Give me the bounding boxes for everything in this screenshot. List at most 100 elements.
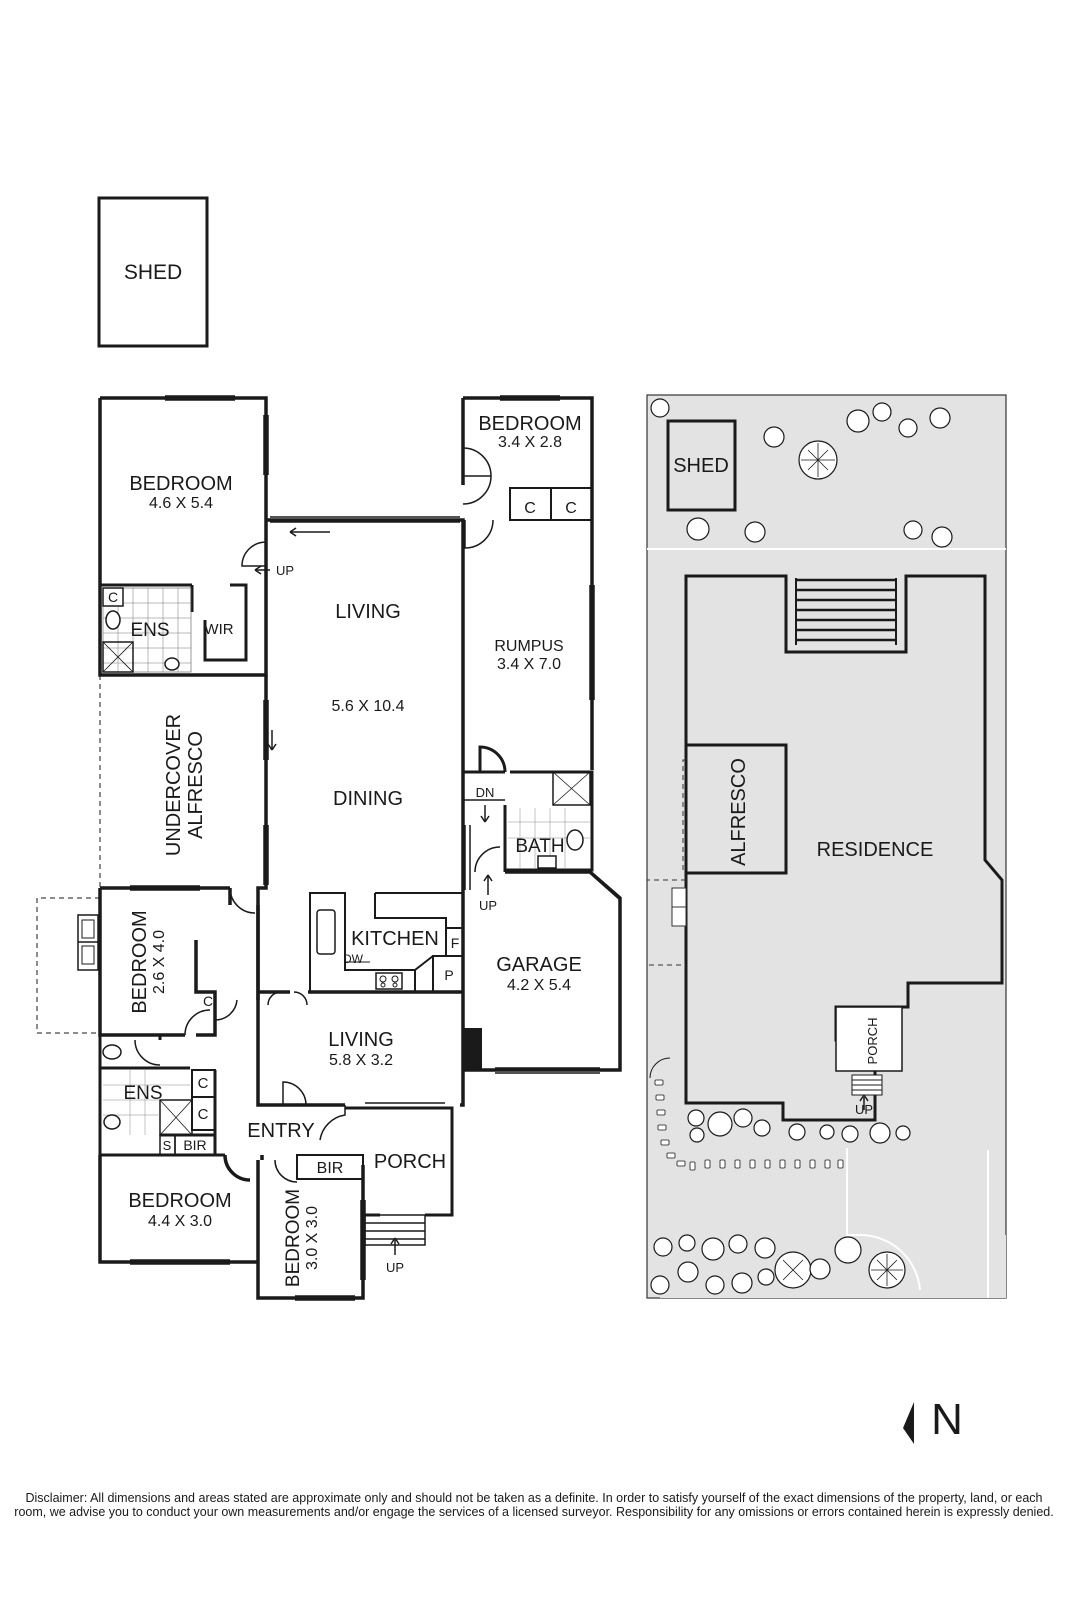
bedroom-ne-closets — [509, 487, 593, 521]
bedroom-ne-door — [462, 447, 492, 505]
site-alfresco-label: ALFRESCO — [728, 758, 750, 866]
compass-north: N — [903, 1395, 963, 1444]
direction-arrows — [254, 527, 330, 751]
ensuite-tiles — [102, 587, 192, 673]
bedroom-w-size: 2.6 X 4.0 — [151, 930, 168, 994]
bedroom-s-name: BEDROOM — [283, 1189, 304, 1287]
shed-label: SHED — [124, 261, 182, 284]
up-label-porch: UP — [386, 1260, 404, 1275]
compass-n-label: N — [931, 1395, 963, 1444]
tree-centers — [782, 443, 903, 1286]
garage-size: 4.2 X 5.4 — [507, 977, 571, 994]
floor-plan — [36, 196, 622, 1301]
site-residence-label: RESIDENCE — [817, 839, 934, 861]
driveway — [660, 1148, 1006, 1298]
spa-label: S — [163, 1138, 172, 1153]
living-front-door — [267, 991, 308, 1006]
garage-door — [495, 875, 621, 1074]
bedroom-s-size: 3.0 X 3.0 — [304, 1206, 321, 1270]
sink — [316, 909, 336, 955]
cooktop — [375, 972, 403, 990]
sw-window — [130, 1200, 366, 1301]
dn-arrows — [464, 805, 493, 895]
closet-sw-2: C — [198, 1106, 209, 1123]
pantry-angle — [414, 955, 434, 971]
alfresco-floor-label: ALFRESCO — [185, 731, 207, 839]
door-swing-nw — [241, 541, 267, 567]
rumpus-door — [464, 519, 494, 549]
pantry-label: P — [444, 967, 453, 983]
site-deck-dashed — [646, 759, 686, 966]
garage-walls — [463, 870, 622, 1072]
ens-closet-box — [102, 587, 124, 607]
garage-pillar — [464, 1028, 482, 1070]
bedroom-s-door — [274, 1159, 298, 1183]
pergola-slats — [796, 578, 896, 642]
bir-sw-box — [174, 1134, 216, 1156]
bedroom-w-walls — [98, 886, 260, 1037]
kitchen-island — [374, 892, 463, 928]
ensuite-walls — [100, 583, 248, 677]
site-plan — [646, 394, 1007, 1299]
side-deck-dashed — [36, 897, 100, 1034]
site-plan-labels: SHED ALFRESCO RESIDENCE PORCH UP — [673, 455, 933, 1117]
dining-label: DINING — [333, 788, 403, 810]
entry-label: ENTRY — [247, 1120, 314, 1142]
toilet-ens-sw — [102, 1044, 122, 1060]
up-label-nw: UP — [276, 563, 294, 578]
bath-walls — [463, 745, 594, 872]
entry-door-swing — [282, 1081, 307, 1106]
bath-door — [474, 843, 506, 873]
kitchen-label: KITCHEN — [351, 928, 439, 950]
bedroom-sw-walls — [98, 1154, 365, 1300]
closet-w-label: C — [203, 993, 213, 1009]
disclaimer-text: Disclaimer: All dimensions and areas sta… — [14, 1491, 1054, 1519]
bir-sw-label: BIR — [183, 1137, 206, 1153]
bedroom-ne-name: BEDROOM — [478, 413, 581, 435]
window-marks — [165, 395, 269, 475]
bedroom-nw-name: BEDROOM — [129, 473, 232, 495]
bir-s-box — [296, 1154, 364, 1180]
bedroom-sw-name: BEDROOM — [128, 1190, 231, 1212]
toilet-bath — [566, 829, 584, 851]
site-up-label: UP — [855, 1102, 873, 1117]
site-porch-label: PORCH — [865, 1018, 880, 1065]
bir-s-label: BIR — [317, 1160, 344, 1177]
site-shed-label: SHED — [673, 455, 729, 477]
ens-sw-door — [134, 1039, 161, 1066]
site-porch-box — [835, 1006, 903, 1072]
closet-ne-2: C — [565, 500, 577, 517]
floor-plan-labels: SHED BEDROOM 4.6 X 5.4 BEDROOM 3.4 X 2.8… — [108, 261, 582, 1287]
hall-door — [214, 999, 238, 1021]
site-porch-steps — [851, 1074, 883, 1096]
garage-name: GARAGE — [496, 954, 582, 976]
bedroom-ne-walls — [461, 396, 594, 770]
rumpus-size: 3.4 X 7.0 — [497, 656, 561, 673]
living-front-name: LIVING — [328, 1029, 394, 1051]
sliding-door-marks — [263, 516, 460, 885]
bedroom-w-door2 — [184, 1009, 211, 1036]
bedroom-nw-size: 4.6 X 5.4 — [149, 495, 213, 512]
basin-ens-sw — [103, 1114, 121, 1130]
undercover-label: UNDERCOVER — [163, 714, 185, 856]
fridge-label: F — [451, 935, 460, 951]
bath-label: BATH — [515, 836, 564, 857]
paver-path — [654, 1079, 844, 1171]
porch-steps — [364, 1214, 426, 1255]
closet-ne-1: C — [524, 500, 536, 517]
shower-tray — [102, 641, 134, 673]
rumpus-name: RUMPUS — [494, 638, 563, 655]
living-main-label: LIVING — [335, 601, 401, 623]
up-label-bath: UP — [479, 898, 497, 913]
entry-front-door — [319, 1105, 346, 1141]
site-shed — [666, 419, 737, 512]
bedroom-sw-size: 4.4 X 3.0 — [148, 1213, 212, 1230]
bedroom-w-door — [229, 887, 256, 914]
porch-floor-label: PORCH — [374, 1151, 446, 1173]
w-window — [130, 885, 200, 891]
shed-outline — [97, 196, 209, 348]
basin-bath — [537, 855, 557, 869]
living-front-size: 5.8 X 3.2 — [329, 1052, 393, 1069]
compass-arrow-icon — [903, 1402, 914, 1444]
